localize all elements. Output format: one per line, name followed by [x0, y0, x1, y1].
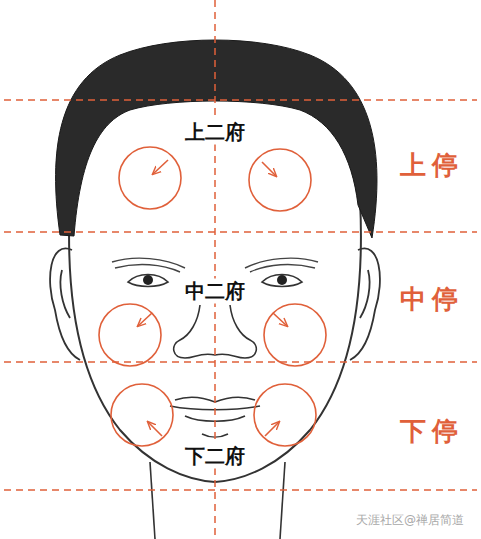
section-label: 下停 — [396, 416, 468, 448]
mouth — [170, 397, 260, 437]
section-label: 中停 — [396, 284, 468, 316]
region-circles — [99, 147, 326, 446]
region-label: 中二府 — [181, 279, 249, 304]
guide-lines — [4, 0, 477, 539]
section-label: 上停 — [396, 150, 468, 182]
watermark: 天涯社区@禅居简道 — [352, 513, 468, 529]
region-label: 下二府 — [181, 444, 249, 469]
region-label: 上二府 — [181, 120, 249, 145]
neck-lines — [150, 462, 285, 539]
hair — [56, 40, 377, 238]
